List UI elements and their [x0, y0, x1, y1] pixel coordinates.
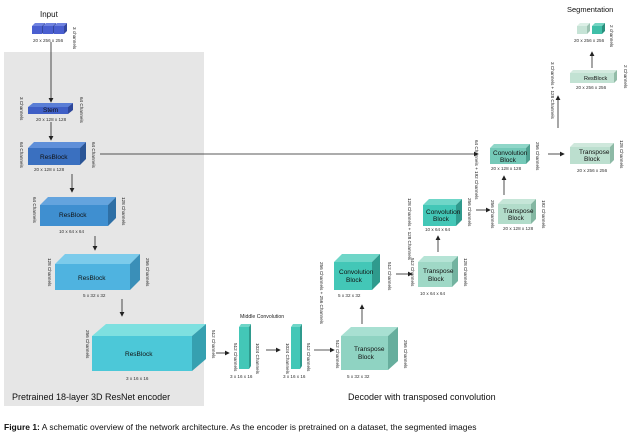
resblock-4-out-ch: 512 Channels [211, 330, 216, 359]
stem-dims: 20 x 128 x 128 [36, 117, 67, 122]
convolution-1-dims: 5 x 32 x 32 [338, 293, 361, 298]
stem-label: Stem [43, 107, 58, 114]
resblock-3-in-ch: 128 Channels [47, 258, 52, 287]
transpose-2-dims: 10 x 64 x 64 [420, 291, 445, 296]
transpose-block-1 [341, 327, 398, 370]
transpose-block-4 [570, 143, 614, 164]
middle-conv-1 [239, 324, 251, 369]
input-channels: 3 channels [72, 27, 77, 50]
resblock-1 [28, 142, 86, 165]
resblock-3-dims: 5 x 32 x 32 [83, 293, 106, 298]
convolution-2-label-a: Convolution [426, 209, 461, 216]
transpose-1-out-ch: 256 Channels [403, 340, 408, 369]
final-resblock-out-ch: 2 Channels [623, 65, 628, 89]
transpose-3-out-ch: 192 Channels [541, 200, 546, 229]
transpose-4-label-a: Transpose [579, 149, 610, 156]
segmentation-channels: 2 channels [609, 25, 614, 48]
resblock-2-dims: 10 x 64 x 64 [59, 229, 84, 234]
middle-conv-1-in-ch: 512 Channels [233, 343, 238, 372]
segmentation-title: Segmentation [567, 5, 613, 14]
transpose-3-label-a: Transpose [503, 208, 534, 215]
resblock-1-label: ResBlock [40, 154, 68, 161]
transpose-3-dims: 20 x 128 x 128 [503, 226, 534, 231]
convolution-1-label-b: Block [346, 277, 363, 284]
convolution-1-in-ch: 256 Channels + 256 Channels [319, 262, 324, 325]
convolution-3-out-ch: 256 Channels [535, 142, 540, 171]
resblock-1-in-ch: 64 Channels [19, 142, 24, 168]
resblock-2-in-ch: 64 Channels [32, 197, 37, 223]
resblock-3-label: ResBlock [78, 275, 106, 282]
figure-caption: Figure 1: A schematic overview of the ne… [4, 422, 640, 434]
convolution-2-out-ch: 256 Channels [467, 198, 472, 227]
convolution-3-in-ch: 64 Channels + 192 Channels [474, 140, 479, 200]
convolution-1-out-ch: 512 Channels [387, 262, 392, 291]
transpose-3-label-b: Block [508, 215, 525, 222]
stem-in-ch: 3 Channels [19, 97, 24, 121]
transpose-2-in-ch: 512 Channels [410, 258, 415, 287]
resblock-2-label: ResBlock [59, 212, 87, 219]
input-dims: 20 x 256 x 256 [33, 38, 64, 43]
resblock-3 [55, 254, 140, 290]
convolution-3-label-a: Convolution [493, 150, 528, 157]
segmentation-dims: 20 x 256 x 256 [574, 38, 605, 43]
decoder-caption: Decoder with transposed convolution [348, 392, 496, 402]
convolution-2-label-b: Block [433, 216, 450, 223]
resblock-4-in-ch: 256 Channels [85, 330, 90, 359]
middle-convolution-title: Middle Convolution [240, 314, 284, 320]
transpose-4-out-ch: 128 Channels [619, 140, 624, 169]
segmentation-volume [577, 23, 605, 34]
middle-conv-1-dims: 3 x 16 x 16 [230, 374, 253, 379]
resblock-4 [92, 324, 206, 371]
transpose-block-3 [498, 199, 536, 224]
transpose-1-label-a: Transpose [354, 346, 385, 353]
resblock-4-dims: 3 x 16 x 16 [126, 376, 149, 381]
transpose-4-dims: 20 x 256 x 256 [577, 168, 608, 173]
convolution-block-2 [423, 199, 462, 226]
middle-conv-1-out-ch: 1024 Channels [255, 343, 260, 375]
middle-conv-2-out-ch: 512 Channels [306, 343, 311, 372]
convolution-block-1 [334, 254, 380, 290]
middle-conv-2-in-ch: 1024 Channels [285, 343, 290, 375]
transpose-2-label-b: Block [428, 276, 445, 283]
middle-conv-2 [291, 324, 302, 369]
transpose-2-label-a: Transpose [423, 268, 454, 275]
transpose-1-label-b: Block [358, 354, 375, 361]
resblock-4-label: ResBlock [125, 351, 153, 358]
final-resblock-label: ResBlock [584, 76, 607, 82]
resblock-2 [40, 197, 116, 226]
encoder-caption: Pretrained 18-layer 3D ResNet encoder [12, 392, 170, 402]
transpose-2-out-ch: 128 Channels [463, 258, 468, 287]
final-resblock-in-ch: 3 Channels + 128 Channels [550, 62, 555, 120]
stem-block [28, 103, 73, 114]
transpose-4-label-b: Block [584, 156, 601, 163]
resblock-3-out-ch: 256 Channels [145, 258, 150, 287]
resblock-1-dims: 20 x 128 x 128 [34, 167, 65, 172]
convolution-2-dims: 10 x 64 x 64 [425, 227, 450, 232]
input-volume [32, 23, 67, 34]
middle-conv-2-dims: 3 x 16 x 16 [283, 374, 306, 379]
figure-caption-text: A schematic overview of the network arch… [39, 422, 477, 432]
stem-out-ch: 64 Channels [79, 97, 84, 123]
convolution-1-label-a: Convolution [339, 269, 374, 276]
transpose-1-dims: 5 x 32 x 32 [347, 374, 370, 379]
convolution-3-label-b: Block [500, 157, 517, 164]
transpose-1-in-ch: 512 Channels [335, 340, 340, 369]
resblock-1-out-ch: 64 Channels [91, 142, 96, 168]
figure-caption-lead: Figure 1: [4, 422, 40, 432]
convolution-block-3 [490, 144, 530, 164]
final-resblock [570, 70, 617, 83]
transpose-3-in-ch: 256 Channels [490, 200, 495, 229]
convolution-2-in-ch: 128 Channels + 128 Channels [407, 198, 412, 261]
resblock-2-out-ch: 128 Channels [121, 197, 126, 226]
input-title: Input [40, 10, 59, 19]
final-resblock-dims: 20 x 256 x 256 [576, 85, 607, 90]
convolution-3-dims: 20 x 128 x 128 [491, 166, 522, 171]
transpose-block-2 [418, 256, 458, 287]
